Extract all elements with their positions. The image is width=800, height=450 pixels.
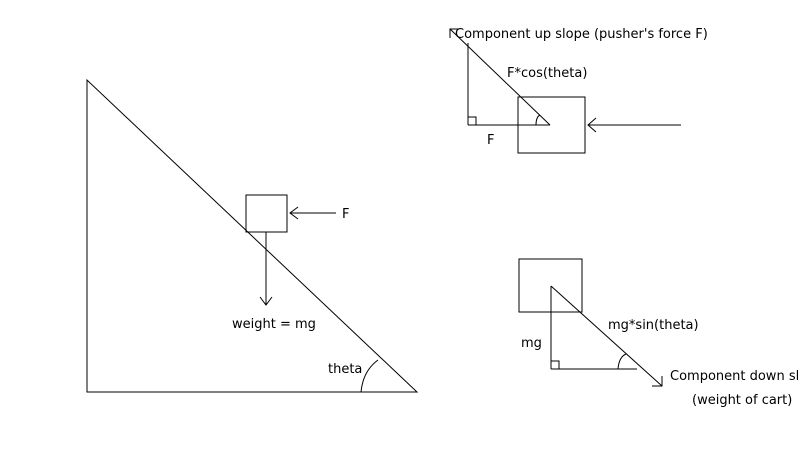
component-label: mg*sin(theta)	[608, 318, 699, 333]
component-arrowhead	[449, 28, 459, 38]
force-label: F	[342, 207, 349, 222]
push-force-arrow	[289, 206, 336, 220]
weight-label: weight = mg	[232, 317, 316, 332]
component-down-slope-subtitle: (weight of cart)	[692, 393, 792, 408]
force-label: F	[487, 133, 494, 148]
weight-arrow	[259, 232, 273, 306]
angle-label: theta	[328, 362, 362, 377]
component-down-slope-line	[550, 285, 663, 387]
push-force-arrow	[587, 117, 681, 133]
push-component-diagram: Component up slope (pusher's force F) F*…	[449, 27, 708, 154]
weight-component-diagram: mg mg*sin(theta) Component down slope (w…	[518, 258, 800, 408]
angle-arc	[617, 353, 627, 370]
right-angle-mark	[551, 360, 560, 369]
component-arrowhead	[652, 376, 663, 387]
weight-label: mg	[521, 336, 542, 351]
angle-arc	[535, 114, 541, 126]
component-up-slope-line	[449, 28, 551, 126]
inclined-plane-diagram: F weight = mg theta	[86, 78, 419, 393]
right-angle-mark	[468, 116, 477, 125]
component-label: F*cos(theta)	[507, 66, 587, 81]
angle-arc	[360, 359, 379, 393]
component-up-slope-title: Component up slope (pusher's force F)	[455, 27, 708, 42]
component-down-slope-title: Component down slope	[670, 369, 800, 384]
cart-box	[245, 194, 288, 233]
incline-triangle	[86, 78, 419, 393]
